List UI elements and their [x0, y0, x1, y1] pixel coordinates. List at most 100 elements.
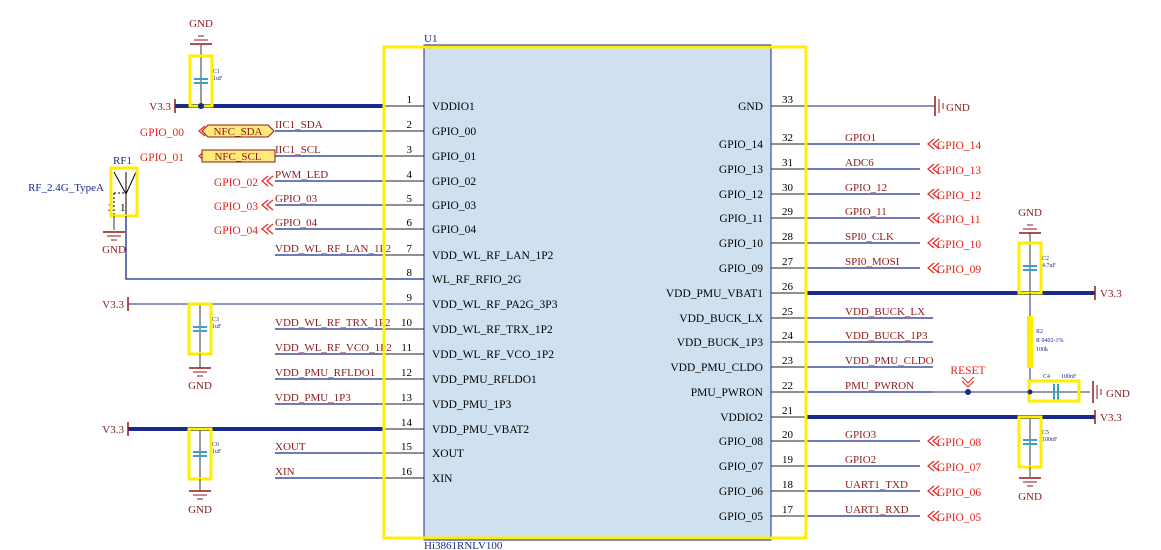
pin-name: VDD_WL_RF_LAN_1P2	[432, 250, 554, 262]
net-label: SPI0_CLK	[845, 231, 894, 243]
gnd-label: GND	[188, 380, 212, 392]
pin-name: VDDIO2	[720, 412, 763, 424]
pin-name: VDD_WL_RF_PA2G_3P3	[432, 299, 558, 311]
pin-number: 4	[407, 169, 413, 181]
cap-value: 1uF	[212, 324, 222, 330]
net-label: VDD_WL_RF_VCO_1P2	[275, 342, 392, 354]
port-label: GPIO_04	[214, 225, 258, 237]
chip-body[interactable]	[423, 44, 772, 541]
pin-name: XIN	[432, 473, 453, 485]
port-label: GPIO_05	[937, 512, 981, 524]
cap-value: 1uF	[212, 449, 222, 455]
port-arrow-icon	[198, 125, 206, 137]
reset-port[interactable]: RESET	[950, 365, 986, 395]
gnd-label: GND	[1018, 207, 1042, 219]
pin-name: VDD_PMU_VBAT1	[666, 288, 763, 300]
v33-label: V3.3	[102, 424, 124, 436]
pin-name: GND	[738, 101, 763, 113]
pin-name: GPIO_14	[719, 139, 763, 151]
resistor-r2[interactable]: R2R 0402-1%100k	[1027, 293, 1064, 392]
pin-number: 12	[401, 367, 412, 379]
port-arrow-icon	[932, 212, 940, 224]
port-arrow-icon	[927, 138, 935, 150]
pin-name: GPIO_02	[432, 176, 476, 188]
port-arrow-icon	[932, 138, 940, 150]
pin-name: GPIO_01	[432, 151, 476, 163]
pin-number: 14	[401, 417, 413, 429]
pin-number: 21	[782, 405, 793, 417]
pin-name: GPIO_06	[719, 486, 763, 498]
port-arrow-icon	[266, 175, 274, 187]
pin-number: 15	[401, 441, 413, 453]
pin-number: 20	[782, 429, 794, 441]
nfc-sda-label: NFC_SDA	[214, 126, 263, 138]
pin-name: VDD_BUCK_1P3	[677, 337, 764, 349]
pin-name: VDD_PMU_RFLDO1	[432, 374, 537, 386]
pin-number: 25	[782, 306, 794, 318]
port-label: GPIO_03	[214, 201, 258, 213]
port-arrow-icon	[932, 485, 940, 497]
net-label: GPIO_03	[275, 193, 318, 205]
port-arrow-icon	[932, 188, 940, 200]
cap-value: 100nF	[1042, 437, 1058, 443]
pin-name: VDD_PMU_VBAT2	[432, 424, 529, 436]
svg-text:R2: R2	[1036, 329, 1043, 335]
svg-text:1: 1	[120, 202, 126, 214]
pin-name: GPIO_13	[719, 164, 763, 176]
pin-name: VDDIO1	[432, 101, 475, 113]
net-label: GPIO_12	[845, 182, 887, 194]
port-arrow-icon	[927, 262, 935, 274]
cap-value: 1uF	[213, 76, 223, 82]
pin-name: VDD_BUCK_LX	[679, 313, 763, 325]
gnd-label: GND	[188, 504, 212, 516]
pin-name: GPIO_05	[719, 511, 763, 523]
port-arrow-icon	[927, 237, 935, 249]
port-arrow-icon	[927, 212, 935, 224]
gnd-label: GND	[946, 102, 970, 114]
port-arrow-icon	[932, 435, 940, 447]
port-label: GPIO_13	[937, 165, 981, 177]
net-label: VDD_PMU_1P3	[275, 392, 351, 404]
port-arrow-icon	[266, 223, 274, 235]
net-label: SPI0_MOSI	[845, 256, 900, 268]
